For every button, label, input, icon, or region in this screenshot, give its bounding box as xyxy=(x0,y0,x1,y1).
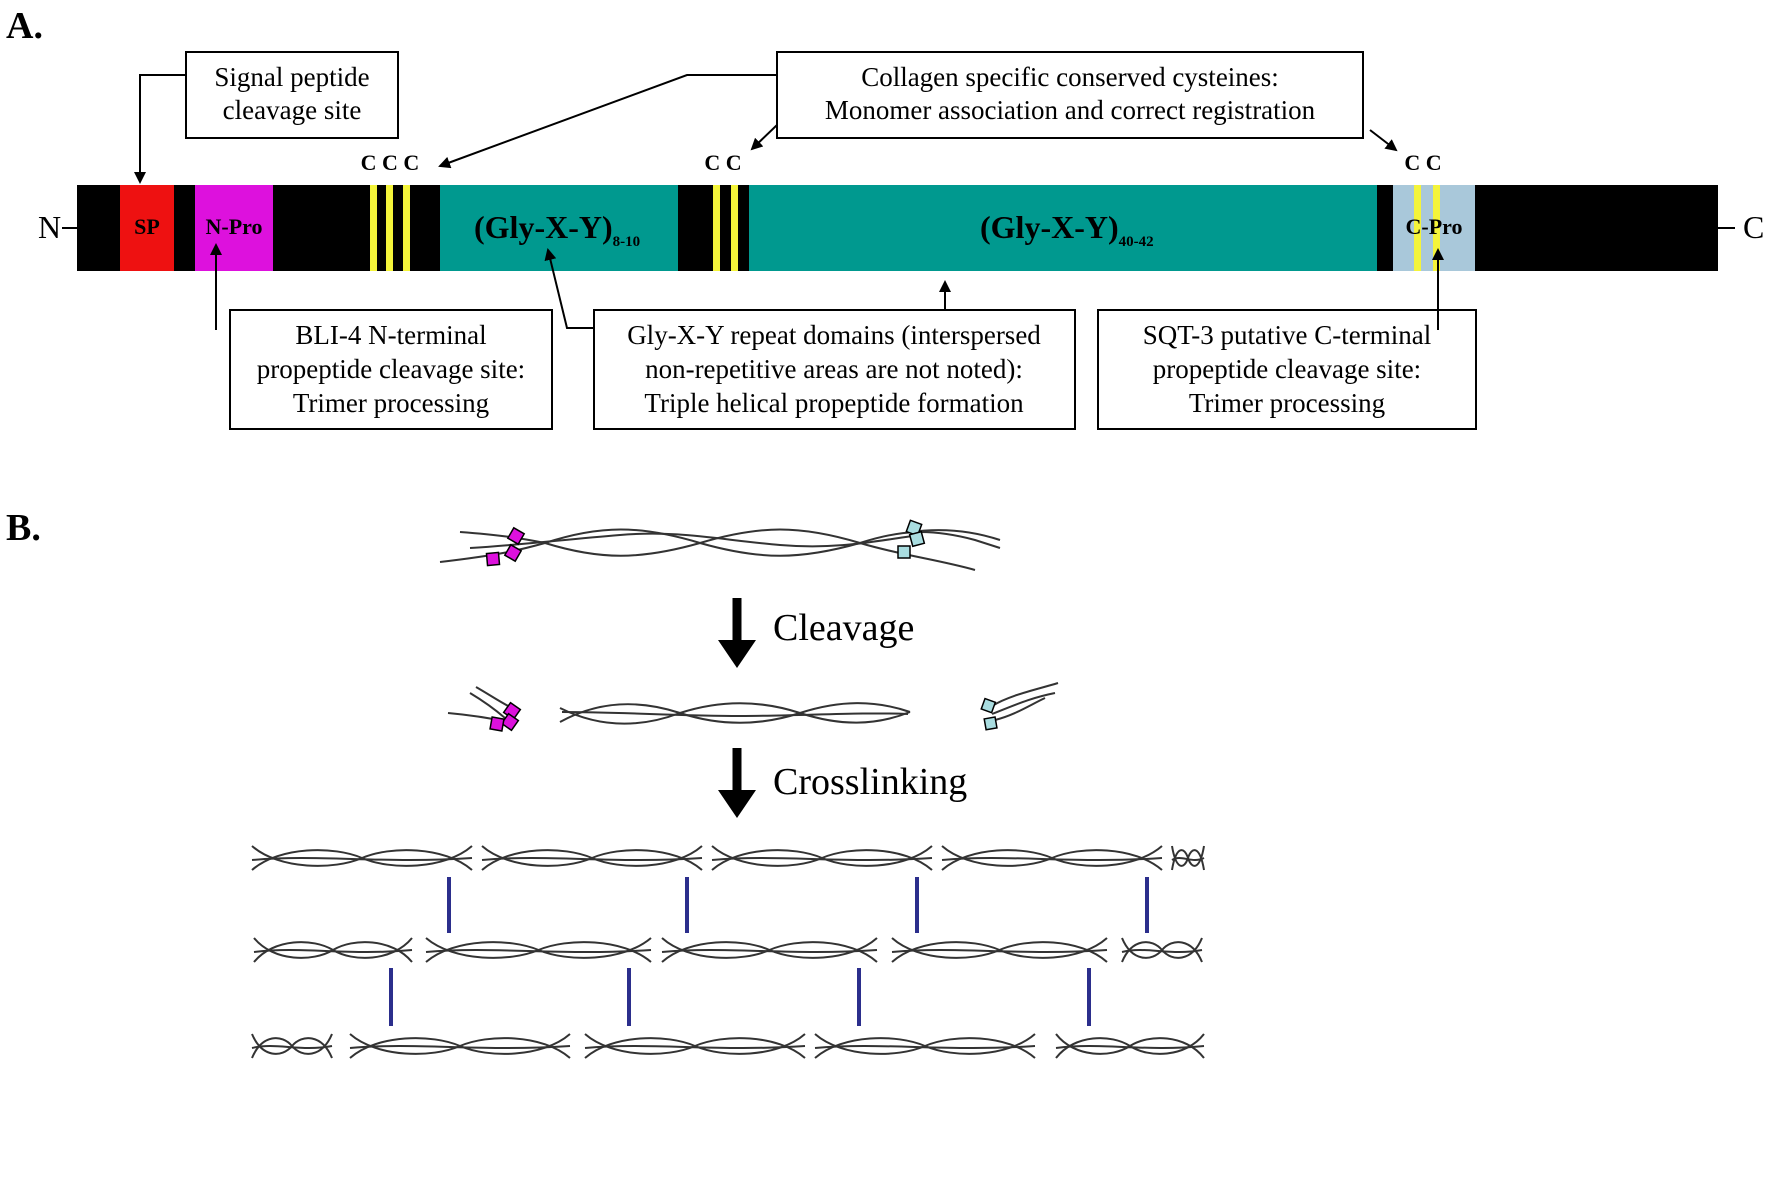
collagen-trimer xyxy=(584,1033,806,1059)
sqt3-annotation-line-1: SQT-3 putative C-terminal xyxy=(1143,320,1431,350)
collagen-trimer xyxy=(891,937,1108,963)
gly-x-y-domain-1-label: (Gly-X-Y)8-10 xyxy=(474,209,640,250)
collagen-trimer xyxy=(481,845,703,871)
cysteine-bar xyxy=(1414,185,1421,271)
glyxy-annotation-box xyxy=(593,309,1076,430)
cysteines-annotation-box xyxy=(776,51,1364,139)
cysteine-label-group-2: C C xyxy=(704,150,741,175)
collagen-trimer xyxy=(251,1033,333,1059)
cysteines-arrow-2 xyxy=(750,124,778,151)
crosslinking-label: Crosslinking xyxy=(773,761,967,803)
n-pro-label: N-Pro xyxy=(205,214,262,239)
panel-a-label: A. xyxy=(6,5,43,47)
crosslinking-arrow-head xyxy=(718,790,756,818)
collagen-trimer xyxy=(349,1033,571,1059)
sqt3-annotation-line-2: propeptide cleavage site: xyxy=(1153,354,1421,384)
collagen-trimer xyxy=(711,845,933,871)
sqt3-annotation-box xyxy=(1097,309,1477,430)
collagen-trimer xyxy=(1171,845,1205,871)
gly-x-y-domain-2 xyxy=(749,185,1377,271)
bli4-annotation-line-1: BLI-4 N-terminal xyxy=(295,320,486,350)
cysteine-label-group-3: C C xyxy=(1404,150,1441,175)
cleavage-arrow-head xyxy=(718,640,756,668)
signal-peptide-annotation-line-1: Signal peptide xyxy=(214,62,369,92)
cysteine-label-group-1: C C C xyxy=(361,150,420,175)
collagen-trimer xyxy=(253,937,413,963)
bli4-annotation-line-2: propeptide cleavage site: xyxy=(257,354,525,384)
n-terminus-label: N xyxy=(38,209,61,245)
cleaved-c-propeptide xyxy=(980,682,1059,731)
signal-peptide-annotation-box xyxy=(185,51,399,139)
collagen-trimer xyxy=(425,937,652,963)
signal-peptide-arrow xyxy=(134,74,186,184)
sp-label: SP xyxy=(134,214,160,239)
panel-b-label: B. xyxy=(6,507,41,549)
mature-collagen-trimer xyxy=(559,702,911,725)
glyxy-annotation-line-2: non-repetitive areas are not noted): xyxy=(645,354,1023,384)
collagen-trimer xyxy=(814,1033,1036,1059)
cysteines-arrow-3 xyxy=(1369,129,1398,152)
n-propeptide-markers xyxy=(485,526,526,567)
collagen-trimer xyxy=(1121,937,1203,963)
collagen-trimer xyxy=(1055,1033,1205,1059)
cysteines-arrow-1 xyxy=(438,74,777,169)
signal-peptide-segment xyxy=(120,185,174,271)
collagen-trimer xyxy=(251,845,473,871)
c-pro-label: C-Pro xyxy=(1405,214,1462,239)
sqt3-annotation-line-3: Trimer processing xyxy=(1189,388,1385,418)
glyxy-annotation-line-1: Gly-X-Y repeat domains (interspersed xyxy=(627,320,1041,350)
glyxy-arrow-1 xyxy=(544,248,594,329)
collagen-trimer xyxy=(941,845,1163,871)
gly-x-y-domain-2-label: (Gly-X-Y)40-42 xyxy=(980,209,1154,250)
cysteine-bar xyxy=(403,185,410,271)
n-pro-segment xyxy=(195,185,273,271)
signal-peptide-annotation-line-2: cleavage site xyxy=(223,95,362,125)
c-propeptide-markers xyxy=(897,519,926,559)
cysteine-bar xyxy=(731,185,738,271)
cysteine-bar xyxy=(370,185,377,271)
cysteine-bar xyxy=(386,185,393,271)
c-terminus-label: C xyxy=(1743,209,1764,245)
cleaved-n-propeptide xyxy=(447,686,522,732)
cysteines-annotation-line-2: Monomer association and correct registra… xyxy=(825,95,1316,125)
cysteine-bar xyxy=(1433,185,1440,271)
cysteine-bar xyxy=(713,185,720,271)
procollagen-trimer xyxy=(439,519,1001,571)
cysteines-annotation-line-1: Collagen specific conserved cysteines: xyxy=(861,62,1279,92)
bli4-annotation-box xyxy=(229,309,553,430)
glyxy-annotation-line-3: Triple helical propeptide formation xyxy=(644,388,1024,418)
gly-x-y-domain-1 xyxy=(440,185,678,271)
collagen-trimer xyxy=(661,937,878,963)
cleavage-label: Cleavage xyxy=(773,607,914,649)
bli4-annotation-line-3: Trimer processing xyxy=(293,388,489,418)
crosslinked-collagen-network xyxy=(251,845,1205,1059)
